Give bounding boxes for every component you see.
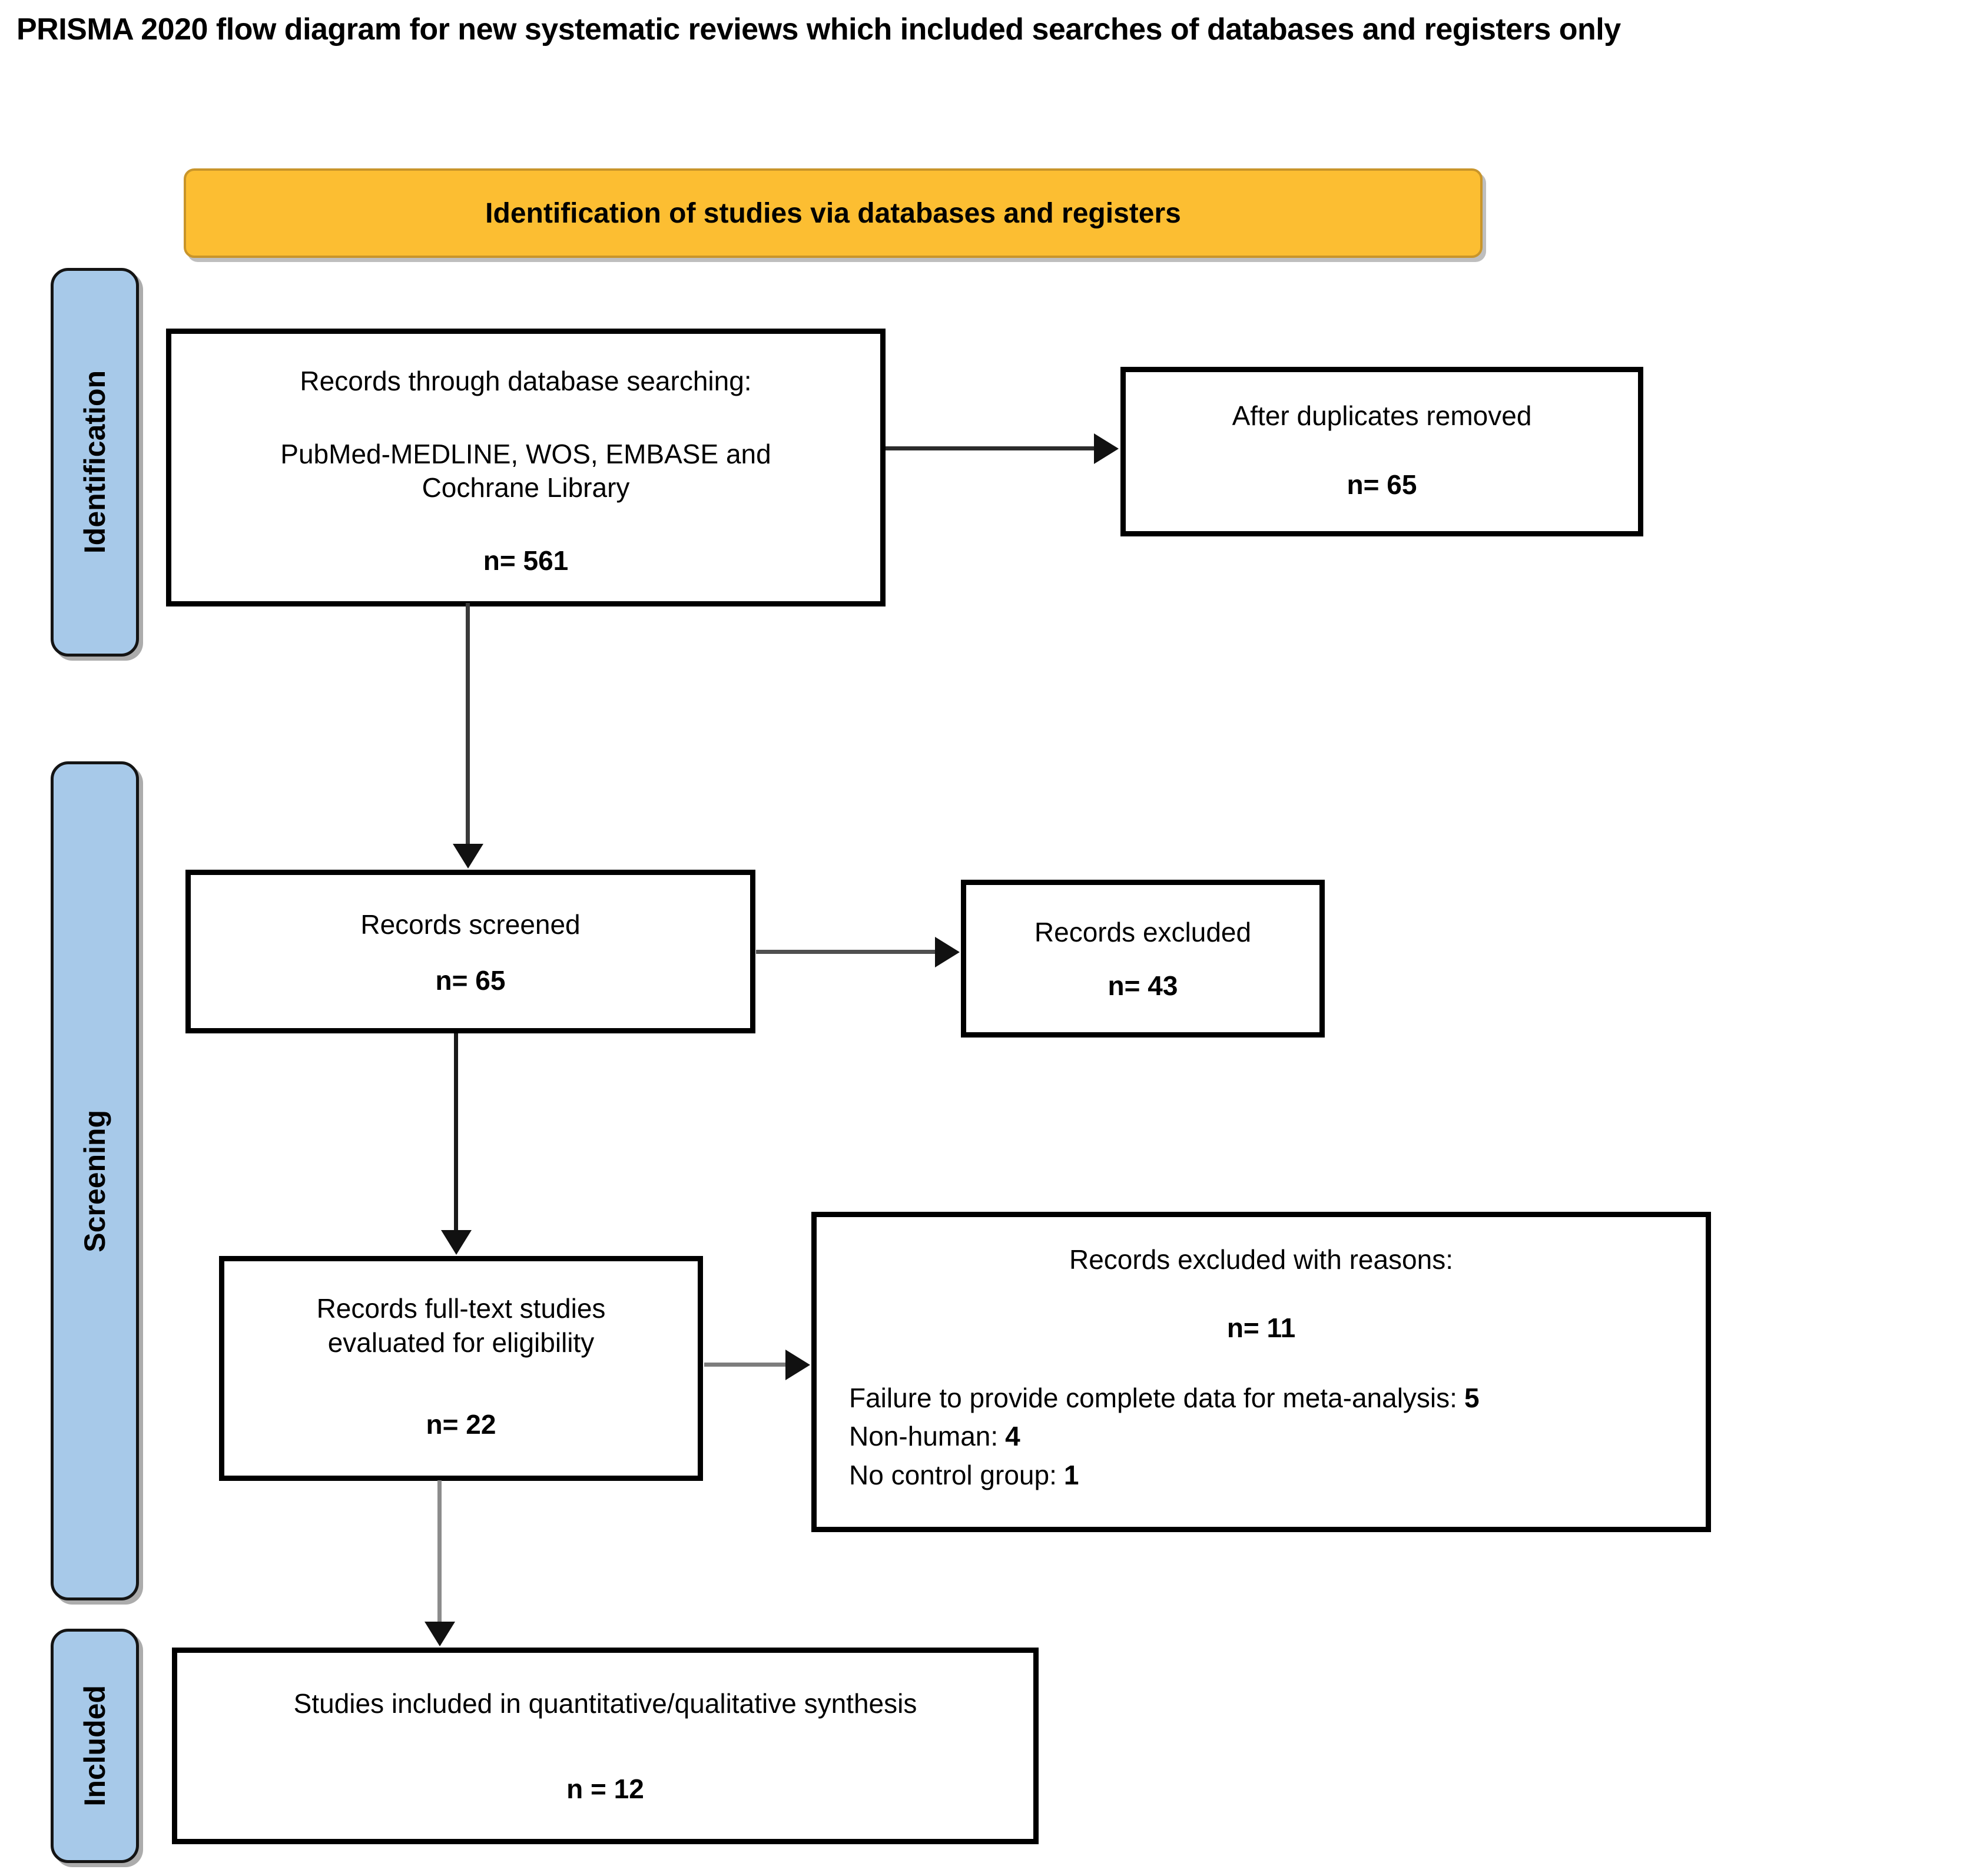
exclusion-reason-label: Non-human:: [849, 1421, 999, 1452]
box-studies-included-count: n = 12: [566, 1773, 644, 1804]
arrow-fulltext-to-included: [437, 1480, 442, 1622]
flow-header-banner: Identification of studies via databases …: [184, 168, 1483, 258]
box-studies-included: Studies included in quantitative/qualita…: [172, 1648, 1039, 1844]
box-database-search-count: n= 561: [483, 545, 569, 576]
box-duplicates-removed-title: After duplicates removed: [1232, 400, 1532, 431]
arrow-fulltext-to-reasons: [704, 1363, 785, 1367]
box-duplicates-removed: After duplicates removed n= 65: [1120, 367, 1643, 536]
box-fulltext-evaluated-count: n= 22: [426, 1408, 496, 1440]
box-records-excluded: Records excluded n= 43: [961, 880, 1325, 1038]
box-studies-included-title: Studies included in quantitative/qualita…: [293, 1688, 917, 1719]
arrow-search-to-duplicates: [886, 446, 1094, 450]
box-database-search-sources: PubMed-MEDLINE, WOS, EMBASE and Cochrane…: [280, 438, 771, 503]
box-excluded-with-reasons: Records excluded with reasons: n= 11 Fai…: [811, 1212, 1711, 1532]
box-records-excluded-title: Records excluded: [1034, 917, 1252, 947]
exclusion-reason-item: No control group:1: [849, 1456, 1673, 1494]
exclusion-reasons-list: Failure to provide complete data for met…: [849, 1379, 1673, 1494]
stage-label-screening: Screening: [51, 761, 139, 1600]
arrow-search-to-screened: [466, 603, 470, 844]
stage-included-text: Included: [78, 1685, 111, 1807]
exclusion-reason-value: 4: [1005, 1421, 1020, 1452]
page-title: PRISMA 2020 flow diagram for new systema…: [16, 12, 1621, 47]
box-excluded-with-reasons-title: Records excluded with reasons:: [1069, 1244, 1453, 1275]
box-records-screened: Records screened n= 65: [185, 870, 755, 1033]
exclusion-reason-item: Non-human:4: [849, 1417, 1673, 1456]
arrowhead-search-to-screened: [453, 844, 483, 869]
stage-label-included: Included: [51, 1629, 139, 1863]
box-records-excluded-count: n= 43: [1107, 970, 1178, 1001]
stage-screening-text: Screening: [78, 1109, 111, 1252]
box-excluded-with-reasons-count: n= 11: [1226, 1312, 1296, 1343]
arrowhead-screened-to-fulltext: [441, 1230, 472, 1255]
box-database-search-title: Records through database searching:: [300, 366, 752, 396]
stage-identification-text: Identification: [78, 370, 111, 554]
box-fulltext-evaluated: Records full-text studies evaluated for …: [219, 1256, 703, 1481]
box-records-screened-count: n= 65: [435, 964, 506, 996]
arrowhead-fulltext-to-reasons: [785, 1350, 810, 1380]
flow-header-label: Identification of studies via databases …: [485, 197, 1181, 229]
box-duplicates-removed-count: n= 65: [1347, 469, 1417, 500]
box-database-search: Records through database searching: PubM…: [166, 329, 886, 606]
arrowhead-search-to-duplicates: [1094, 433, 1119, 464]
exclusion-reason-label: No control group:: [849, 1459, 1057, 1490]
stage-label-identification: Identification: [51, 268, 139, 657]
exclusion-reason-label: Failure to provide complete data for met…: [849, 1383, 1457, 1414]
exclusion-reason-value: 1: [1063, 1459, 1079, 1490]
exclusion-reason-value: 5: [1464, 1383, 1480, 1414]
box-records-screened-title: Records screened: [360, 909, 581, 940]
box-fulltext-evaluated-title: Records full-text studies evaluated for …: [316, 1293, 606, 1358]
arrow-screened-to-fulltext: [454, 1033, 458, 1230]
arrow-screened-to-excluded: [756, 950, 935, 954]
arrowhead-fulltext-to-included: [425, 1622, 455, 1646]
arrowhead-screened-to-excluded: [935, 937, 960, 967]
exclusion-reason-item: Failure to provide complete data for met…: [849, 1379, 1673, 1417]
